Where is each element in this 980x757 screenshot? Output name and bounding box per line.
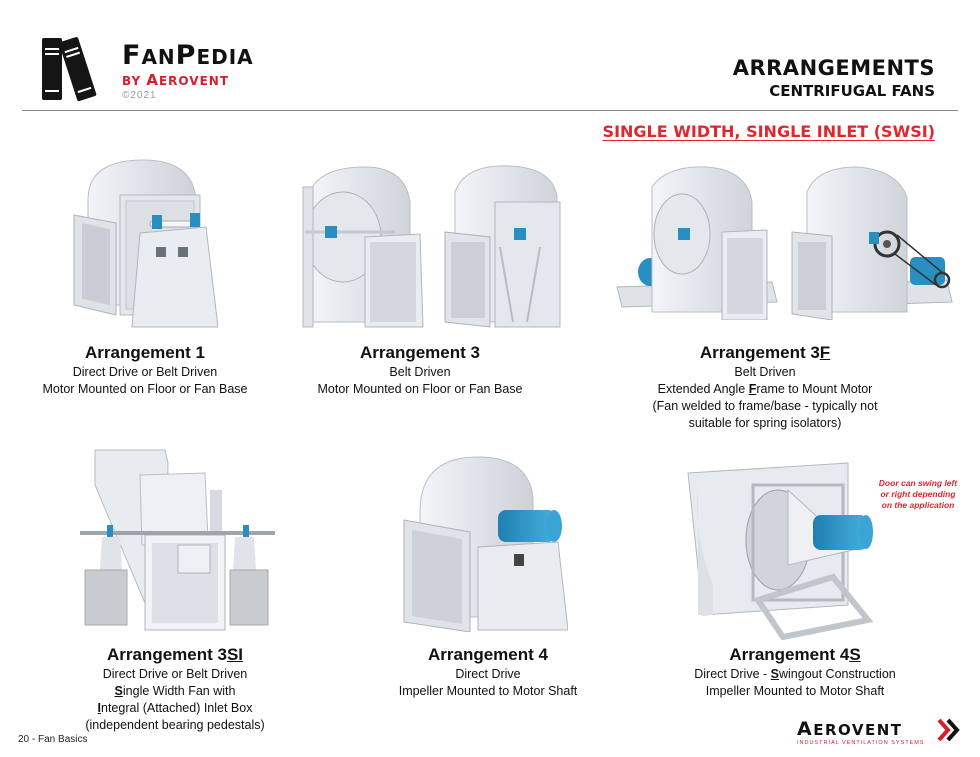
arrangement-3si-line-3: Integral (Attached) Inlet Box: [97, 701, 253, 715]
section-label: SINGLE WIDTH, SINGLE INLET (SWSI): [602, 122, 935, 141]
arrangement-4-line-1: Direct Drive: [455, 667, 521, 681]
arrangement-4-title: Arrangement 4: [428, 645, 548, 664]
page-subtitle: CENTRIFUGAL FANS: [769, 82, 935, 100]
page-title: ARRANGEMENTS: [732, 56, 935, 80]
arrangement-4s-line-2: Impeller Mounted to Motor Shaft: [705, 684, 885, 698]
arrangement-3si-title: Arrangement 3SI: [106, 645, 244, 664]
arrangement-4s-line-1: Direct Drive - Swingout Construction: [694, 667, 896, 681]
arrangement-4-fan-illustration: [403, 456, 568, 632]
arrangement-3f-title: Arrangement 3F: [699, 343, 831, 362]
copyright-label: ©2021: [122, 90, 157, 101]
door-swing-note: Door can swing left or right depending o…: [878, 478, 958, 510]
arrangement-1-fan-illustration: [73, 159, 218, 328]
arrangement-1-line-1: Direct Drive or Belt Driven: [72, 365, 218, 379]
arrangement-4s-fan-illustration: [687, 462, 873, 640]
aerovent-tagline: INDUSTRIAL VENTILATION SYSTEMS: [797, 740, 925, 746]
arrangement-3-line-2: Motor Mounted on Floor or Fan Base: [317, 382, 523, 396]
arrangement-4s-caption: Arrangement 4S Direct Drive - Swingout C…: [650, 645, 940, 700]
aerovent-wordmark: AEROVENT: [797, 718, 903, 740]
by-aerovent-label: BY AEROVENT: [122, 71, 229, 89]
arrangement-3f-line-1: Belt Driven: [734, 365, 796, 379]
arrangement-3f-fan-illustrations: [616, 166, 953, 320]
arrangement-3si-fan-illustration: [80, 449, 275, 631]
arrangement-3-line-1: Belt Driven: [389, 365, 451, 379]
arrangement-3-fan-illustrations: [302, 165, 561, 328]
arrangement-4s-title: Arrangement 4S: [729, 645, 861, 664]
arrangement-4-caption: Arrangement 4 Direct Drive Impeller Moun…: [343, 645, 633, 700]
arrangement-3si-line-4: (independent bearing pedestals): [85, 718, 265, 732]
arrangement-4-line-2: Impeller Mounted to Motor Shaft: [398, 684, 578, 698]
arrangement-1-caption: Arrangement 1 Direct Drive or Belt Drive…: [0, 343, 290, 398]
page-number: 20 - Fan Basics: [18, 734, 88, 745]
arrangement-3si-line-2: Single Width Fan with: [114, 684, 236, 698]
arrangement-1-title: Arrangement 1: [85, 343, 205, 362]
arrangement-3f-caption: Arrangement 3F Belt Driven Extended Angl…: [620, 343, 910, 432]
arrangement-1-line-2: Motor Mounted on Floor or Fan Base: [42, 382, 248, 396]
arrangement-3f-line-2: Extended Angle Frame to Mount Motor: [657, 382, 873, 396]
books-icon: [42, 36, 97, 102]
arrangement-3si-line-1: Direct Drive or Belt Driven: [102, 667, 248, 681]
arrangement-3-title: Arrangement 3: [360, 343, 480, 362]
arrangement-3si-caption: Arrangement 3SI Direct Drive or Belt Dri…: [30, 645, 320, 734]
arrangement-3f-line-4: suitable for spring isolators): [688, 416, 842, 430]
double-chevron-icon: [937, 718, 960, 742]
aerovent-footer-logo: AEROVENT INDUSTRIAL VENTILATION SYSTEMS: [797, 718, 962, 748]
header-divider: [22, 110, 958, 111]
arrangement-3-caption: Arrangement 3 Belt Driven Motor Mounted …: [270, 343, 570, 398]
arrangement-3f-line-3: (Fan welded to frame/base - typically no…: [652, 399, 878, 413]
fanpedia-logo-title: FANPEDIA: [122, 40, 254, 71]
